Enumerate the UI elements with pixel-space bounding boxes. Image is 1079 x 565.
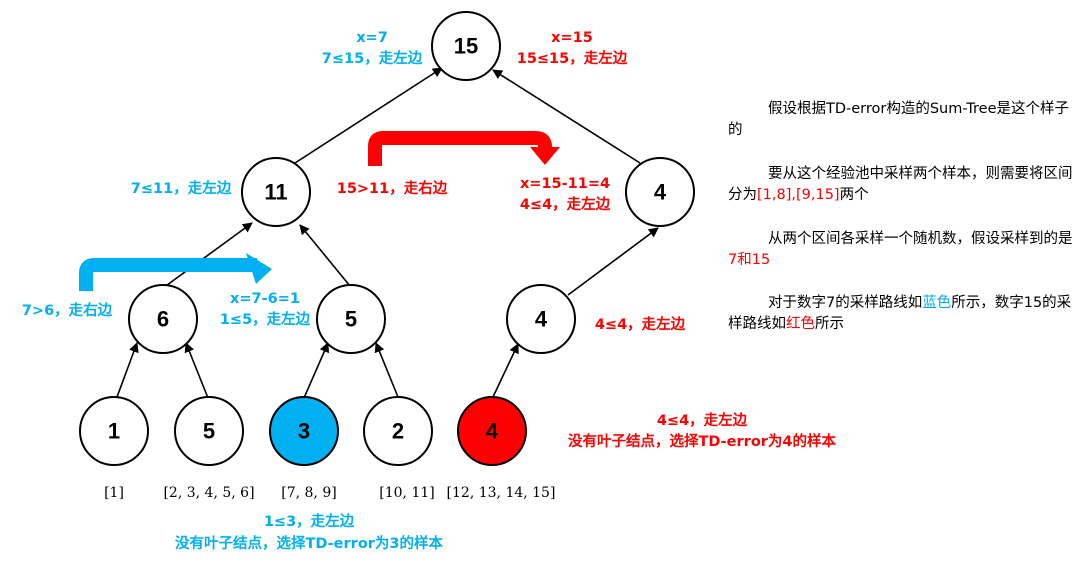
explanation-text-4-blue: 蓝色 [922, 295, 952, 311]
range-leaf-4: [12, 13, 14, 15] [447, 485, 556, 501]
tree-edges [116, 67, 659, 399]
blue-path-arrow [79, 253, 272, 291]
ann-leaf3-blue-2: 没有叶子结点，选择TD-error为3的样本 [175, 534, 444, 552]
blue-annotations: x=7 7≤15，走左边 7≤11，走左边 7>6，走右边 x=7-6=1 1≤… [22, 30, 444, 552]
node-5-value: 5 [345, 307, 357, 332]
ann-4b-red: 4≤4，走左边 [595, 315, 686, 333]
leaf-2: 2 [363, 396, 433, 466]
explanation-paragraph-4: 对于数字7的采样路线如蓝色所示，数字15的采样路线如红色所示 [728, 293, 1073, 335]
ann-root-red-2: 15≤15，走左边 [517, 49, 628, 67]
ann-4-red-2: 4≤4，走左边 [520, 195, 611, 213]
range-leaf-1: [1] [104, 485, 124, 501]
node-4-right-value: 4 [654, 180, 667, 205]
red-annotations: x=15 15≤15，走左边 15>11，走右边 x=15-11=4 4≤4，走… [337, 30, 837, 450]
explanation-text-3-red: 7和15 [728, 252, 771, 268]
edge-4-to-15 [492, 69, 641, 164]
edge-6-to-11 [162, 222, 253, 289]
leaf-2-value: 2 [392, 419, 404, 444]
ann-root-blue-1: x=7 [356, 30, 388, 46]
edge-2-to-5 [374, 342, 399, 398]
leaf-4: 4 [457, 396, 527, 466]
edge-4b-to-4 [567, 227, 659, 296]
explanation-text-2b: 两个 [839, 187, 869, 203]
edge-5-to-11 [299, 224, 351, 287]
node-4-right: 4 [625, 157, 695, 227]
leaf-4-value: 4 [486, 419, 499, 444]
node-11: 11 [241, 157, 311, 227]
edge-11-to-15 [294, 67, 443, 164]
edge-5leaf-to-6 [184, 342, 209, 399]
explanation-text-2a: 要从这个经验池中采样两个样本，则需要将区间分为 [728, 166, 1073, 203]
explanation-paragraph-1: 假设根据TD-error构造的Sum-Tree是这个样子的 [728, 99, 1073, 141]
ann-5-blue-1: x=7-6=1 [230, 291, 300, 307]
leaf-3-value: 3 [298, 419, 310, 444]
ann-4-red-1: x=15-11=4 [520, 176, 610, 192]
edge-1-to-6 [116, 342, 139, 398]
explanation-text-4b: 所示，数字15的采样路线如 [728, 295, 1072, 332]
explanation-text-4a: 对于数字7的采样路线如 [768, 295, 923, 311]
node-11-value: 11 [264, 180, 287, 205]
node-root: 15 [431, 11, 501, 81]
range-leaf-3: [7, 8, 9] [281, 485, 336, 501]
node-5: 5 [316, 284, 386, 354]
ann-root-red-1: x=15 [551, 30, 593, 46]
leaf-5: 5 [174, 396, 244, 466]
explanation-text-3a: 从两个区间各采样一个随机数，假设采样到的是 [768, 231, 1073, 247]
ann-leaf4-red-2: 没有叶子结点，选择TD-error为4的样本 [568, 432, 837, 450]
node-4-mid-value: 4 [535, 307, 548, 332]
red-path-arrow [368, 131, 560, 166]
ann-11-blue: 7≤11，走左边 [131, 179, 232, 197]
ann-leaf3-blue-1: 1≤3，走左边 [264, 512, 355, 530]
leaf-ranges: [1] [2, 3, 4, 5, 6] [7, 8, 9] [10, 11] [… [104, 485, 555, 501]
explanation-text-1: 假设根据TD-error构造的Sum-Tree是这个样子的 [728, 101, 1069, 138]
range-leaf-2: [10, 11] [379, 485, 434, 501]
explanation-text-2-red: [1,8],[9,15] [757, 187, 840, 203]
edge-4leaf-to-4b [492, 343, 519, 398]
node-4-mid: 4 [506, 284, 576, 354]
node-6-value: 6 [157, 307, 169, 332]
edge-3-to-5 [303, 342, 329, 399]
ann-5-blue-2: 1≤5，走左边 [220, 310, 311, 328]
node-root-value: 15 [454, 34, 478, 59]
explanation-text-4c: 所示 [815, 316, 844, 332]
explanation-text-4-red: 红色 [786, 316, 815, 332]
node-6: 6 [128, 284, 198, 354]
ann-6-blue: 7>6，走右边 [22, 301, 113, 319]
leaf-1: 1 [79, 396, 149, 466]
explanation-paragraph-3: 从两个区间各采样一个随机数，假设采样到的是 7和15 [728, 229, 1073, 271]
leaf-5-value: 5 [203, 419, 215, 444]
leaf-3: 3 [269, 396, 339, 466]
ann-root-blue-2: 7≤15，走左边 [322, 49, 423, 67]
ann-leaf4-red-1: 4≤4，走左边 [657, 411, 748, 429]
leaf-1-value: 1 [108, 419, 120, 444]
explanation-paragraph-2: 要从这个经验池中采样两个样本，则需要将区间分为[1,8],[9,15]两个 [728, 164, 1073, 206]
range-leaf-5: [2, 3, 4, 5, 6] [163, 485, 254, 501]
ann-11-red: 15>11，走右边 [337, 179, 448, 197]
